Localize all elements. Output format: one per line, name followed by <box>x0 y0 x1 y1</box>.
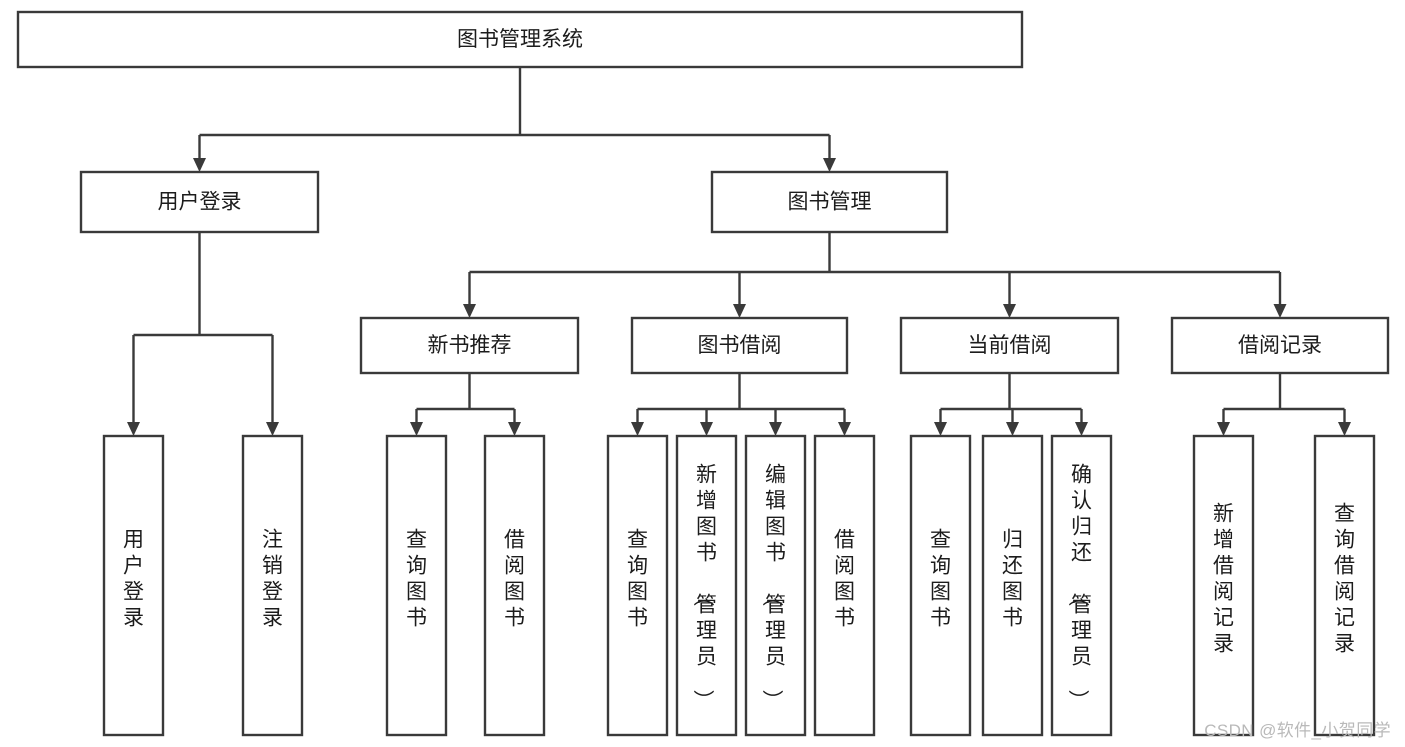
edge-new-book-recommend-to-0-arrowhead <box>410 422 423 436</box>
edge-new-book-recommend-to-1-arrowhead <box>508 422 521 436</box>
edge-book-borrow-to-2-arrowhead <box>769 422 782 436</box>
edge-book-manage-to-3-arrowhead <box>1273 304 1287 318</box>
node-user-login[interactable] <box>79 170 320 234</box>
node-leaf-query-book-3-label: 查询图书 <box>930 529 951 630</box>
node-leaf-return-book[interactable] <box>981 434 1044 737</box>
node-user-login-label: 用户登录 <box>158 191 242 214</box>
node-borrow-record[interactable] <box>1170 316 1390 375</box>
edge-current-borrow-to-1-arrowhead <box>1006 422 1019 436</box>
boxes-layer <box>16 10 1390 737</box>
node-new-book-recommend-label: 新书推荐 <box>428 334 512 357</box>
edge-borrow-record-to-0-arrowhead <box>1217 422 1230 436</box>
edge-book-manage-to-0-arrowhead <box>463 304 476 318</box>
edge-user-login-to-0-arrowhead <box>127 422 140 436</box>
node-borrow-record-label: 借阅记录 <box>1238 334 1322 357</box>
node-leaf-query-book-2-label: 查询图书 <box>627 529 648 630</box>
node-book-borrow-label: 图书借阅 <box>698 334 782 357</box>
node-leaf-add-book[interactable] <box>675 434 738 737</box>
node-book-manage-label: 图书管理 <box>788 191 872 214</box>
node-leaf-query-book-3[interactable] <box>909 434 972 737</box>
node-leaf-add-record-label: 新增借阅记录 <box>1213 503 1234 656</box>
edge-book-borrow-to-0-arrowhead <box>631 422 644 436</box>
node-book-manage[interactable] <box>710 170 949 234</box>
node-book-borrow[interactable] <box>630 316 849 375</box>
node-leaf-confirm-return[interactable] <box>1050 434 1113 737</box>
edge-root-to-1-arrowhead <box>823 158 836 172</box>
node-root-label: 图书管理系统 <box>457 28 583 51</box>
edge-book-manage-to-1-arrowhead <box>733 304 746 318</box>
node-current-borrow-label: 当前借阅 <box>968 334 1052 357</box>
edge-borrow-record-to-1-arrowhead <box>1338 422 1351 436</box>
edge-root-to-0-arrowhead <box>193 158 206 172</box>
edge-book-borrow-to-1-arrowhead <box>700 422 713 436</box>
node-leaf-confirm-return-label: 确认归还（管理员） <box>1066 464 1092 711</box>
node-leaf-query-book-1-label: 查询图书 <box>406 529 427 630</box>
edge-current-borrow-to-0-arrowhead <box>934 422 947 436</box>
edge-book-manage-to-2-arrowhead <box>1003 304 1016 318</box>
node-leaf-query-record-label: 查询借阅记录 <box>1334 503 1355 656</box>
node-leaf-user-logout[interactable] <box>241 434 304 737</box>
edge-user-login-to-1-arrowhead <box>266 422 279 436</box>
node-leaf-user-login-label: 用户登录 <box>123 529 144 630</box>
node-leaf-edit-book[interactable] <box>744 434 807 737</box>
node-leaf-borrow-book-1[interactable] <box>483 434 546 737</box>
edge-book-borrow-to-3-arrowhead <box>838 422 851 436</box>
node-leaf-add-record[interactable] <box>1192 434 1255 737</box>
node-leaf-borrow-book-2[interactable] <box>813 434 876 737</box>
node-leaf-borrow-book-1-label: 借阅图书 <box>504 529 525 630</box>
node-leaf-edit-book-label: 编辑图书（管理员） <box>760 464 786 711</box>
node-leaf-borrow-book-2-label: 借阅图书 <box>834 529 855 630</box>
node-leaf-return-book-label: 归还图书 <box>1002 529 1023 630</box>
node-leaf-user-login[interactable] <box>102 434 165 737</box>
labels-layer: 图书管理系统用户登录图书管理新书推荐图书借阅当前借阅借阅记录用户登录注销登录查询… <box>123 28 1355 710</box>
csdn-watermark: CSDN @软件_小贺同学 <box>1204 721 1391 740</box>
node-root[interactable] <box>16 10 1024 69</box>
node-leaf-user-logout-label: 注销登录 <box>262 529 283 630</box>
node-leaf-add-book-label: 新增图书（管理员） <box>691 464 717 711</box>
node-leaf-query-record[interactable] <box>1313 434 1376 737</box>
node-leaf-query-book-1[interactable] <box>385 434 448 737</box>
connectors-layer <box>127 67 1351 436</box>
edge-current-borrow-to-2-arrowhead <box>1075 422 1088 436</box>
node-leaf-query-book-2[interactable] <box>606 434 669 737</box>
node-new-book-recommend[interactable] <box>359 316 580 375</box>
node-current-borrow[interactable] <box>899 316 1120 375</box>
